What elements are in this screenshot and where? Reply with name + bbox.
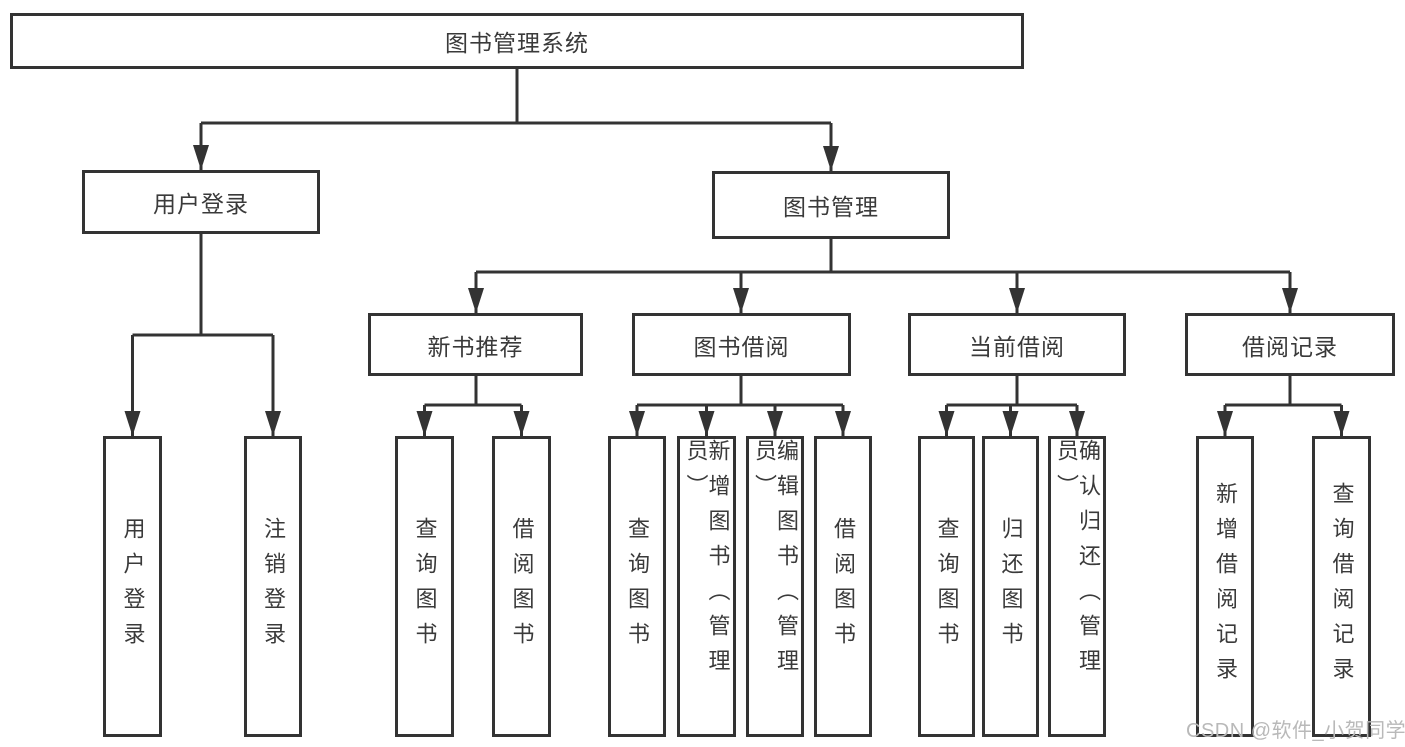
leaf-borrow-books-borrowing: 借阅图书 — [814, 436, 872, 737]
arrowhead-icons — [124, 145, 1350, 436]
arrow-down-icon — [1217, 411, 1233, 436]
arrow-down-icon — [1282, 288, 1298, 313]
arrow-down-icon — [938, 411, 955, 436]
arrow-down-icon — [468, 288, 484, 313]
node-current-borrowing: 当前借阅 — [908, 313, 1126, 376]
leaf-confirm-return-admin: 确认归还（管理员） — [1048, 436, 1106, 737]
leaf-query-books-recommend: 查询图书 — [395, 436, 454, 737]
csdn-watermark: CSDN @软件_小贺同学 — [1186, 720, 1405, 742]
arrow-down-icon — [1002, 411, 1019, 436]
arrow-down-icon — [1069, 411, 1085, 436]
leaf-query-borrow-record: 查询借阅记录 — [1312, 436, 1371, 737]
arrow-down-icon — [513, 411, 530, 436]
arrow-down-icon — [265, 411, 281, 436]
arrow-down-icon — [629, 411, 645, 436]
leaf-add-borrow-record: 新增借阅记录 — [1196, 436, 1254, 737]
arrow-down-icon — [1009, 288, 1025, 313]
leaf-borrow-books-recommend: 借阅图书 — [492, 436, 551, 737]
node-book-borrowing: 图书借阅 — [632, 313, 851, 376]
leaf-query-books-borrowing: 查询图书 — [608, 436, 666, 737]
arrow-down-icon — [767, 411, 783, 436]
arrow-down-icon — [193, 145, 209, 170]
leaf-return-books: 归还图书 — [982, 436, 1039, 737]
node-book-management: 图书管理 — [712, 171, 950, 239]
arrow-down-icon — [416, 411, 433, 436]
arrow-down-icon — [698, 411, 715, 436]
arrow-down-icon — [823, 146, 839, 171]
node-library-management-system: 图书管理系统 — [10, 13, 1024, 69]
leaf-query-books-current: 查询图书 — [918, 436, 975, 737]
arrow-down-icon — [1333, 411, 1350, 436]
node-new-book-recommendation: 新书推荐 — [368, 313, 583, 376]
arrow-down-icon — [835, 411, 851, 436]
node-user-login: 用户登录 — [82, 170, 320, 234]
arrow-down-icon — [733, 288, 749, 313]
node-borrowing-records: 借阅记录 — [1185, 313, 1395, 376]
leaf-edit-book-admin: 编辑图书（管理员） — [746, 436, 804, 737]
connector-path — [131, 69, 1343, 436]
arrow-down-icon — [124, 411, 141, 436]
leaf-logout: 注销登录 — [244, 436, 302, 737]
leaf-user-login: 用户登录 — [103, 436, 162, 737]
leaf-add-book-admin: 新增图书（管理员） — [677, 436, 736, 737]
